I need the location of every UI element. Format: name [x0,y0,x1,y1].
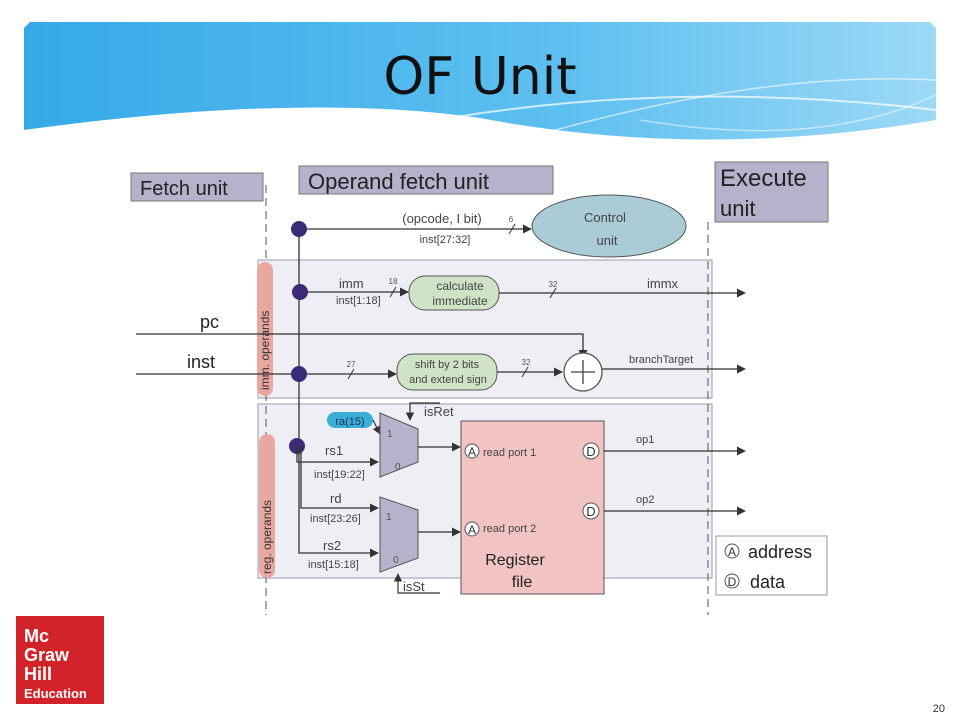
read-port-2-label: read port 2 [483,523,536,535]
legend-address-badge [724,543,740,559]
port2-address-badge [464,521,480,537]
rs1-wire [296,446,379,467]
execute-unit-header: Execute unit [714,161,829,223]
title-banner [24,22,937,151]
control-unit-label-2: unit [597,233,618,248]
calculate-immediate-label-1: calculate [436,279,484,293]
svg-text:D: D [586,444,595,459]
opcode-label: (opcode, I bit) [402,211,482,226]
svg-text:Hill: Hill [24,664,52,684]
svg-text:Education: Education [24,686,87,701]
fetch-unit-label: Fetch unit [140,178,228,200]
mux-port2 [379,496,419,573]
op2-label: op2 [636,494,654,506]
control-field-label: inst[27:32] [420,234,471,246]
pc-label: pc [200,312,219,332]
mcgraw-hill-logo: Mc Graw Hill Education [16,616,104,704]
branch-width-out: 32 [522,358,531,367]
svg-text:Graw: Graw [24,645,70,665]
mux1-one-label: 1 [387,429,393,440]
rs2-wire [298,446,379,558]
legend-address-label: address [748,542,812,562]
immx-label: immx [647,276,679,291]
isret-label: isRet [424,404,454,419]
svg-text:D: D [586,504,595,519]
branch-width-tick-out [521,366,529,378]
calculate-immediate-label-2: immediate [432,294,488,308]
isst-label: isSt [403,579,425,594]
shift-extend-label-1: shift by 2 bits [415,359,480,371]
ra-badge [327,412,373,428]
svg-text:A: A [468,523,476,537]
ra-label: ra(15) [335,416,364,428]
legend-data-badge [724,573,740,589]
junction-node-imm [292,284,308,300]
operand-fetch-unit-label: Operand fetch unit [308,169,489,194]
mux2-zero-label: 0 [393,555,399,566]
control-unit [531,194,687,258]
control-width-tick [508,223,516,235]
rs1-label: rs1 [325,443,343,458]
svg-text:imm. operands: imm. operands [258,311,272,390]
mux-port1 [379,412,419,478]
imm-operands-label: imm. operands [257,262,273,396]
imm-width-out: 32 [549,280,558,289]
rs1-field-label: inst[19:22] [314,469,365,481]
imm-width-in: 18 [389,277,398,286]
svg-text:reg. operands: reg. operands [260,500,274,574]
inst-label: inst [187,352,215,372]
svg-text:A: A [468,445,476,459]
svg-text:A: A [728,545,736,559]
slide-title: OF Unit [383,47,576,107]
junction-node-control [291,221,307,237]
imm-width-tick [389,286,397,298]
op1-label: op1 [636,434,654,446]
register-file-label-2: file [512,574,533,591]
branch-width-tick-in [347,368,355,380]
rs2-label: rs2 [323,538,341,553]
adder-icon [563,352,603,392]
legend-data-label: data [750,572,786,592]
ra-wire [372,419,381,435]
shift-extend-label-2: and extend sign [409,374,487,386]
junction-node-inst [291,366,307,382]
rs2-field-label: inst[15:18] [308,559,359,571]
port1-data-badge [582,442,600,460]
operand-fetch-unit-header: Operand fetch unit [298,165,554,195]
execute-unit-label-2: unit [720,196,755,221]
mux1-zero-label: 0 [395,462,401,473]
read-port-1-label: read port 1 [483,447,536,459]
mux2-one-label: 1 [386,512,392,523]
svg-text:Mc: Mc [24,626,49,646]
immx-width-tick [549,287,557,299]
register-file [460,420,605,595]
isret-wire [405,402,440,421]
svg-text:D: D [728,575,737,589]
branch-target-label: branchTarget [629,354,693,366]
control-width: 6 [509,215,514,224]
rd-wire [300,446,379,513]
rd-label: rd [330,491,342,506]
pc-wire [136,333,588,359]
port1-address-badge [464,443,480,459]
port2-data-badge [582,502,600,520]
imm-field-label: inst[1:18] [336,295,381,307]
isst-wire [393,573,440,594]
rd-field-label: inst[23:26] [310,513,361,525]
branch-width-in: 27 [347,360,356,369]
execute-unit-label-1: Execute [720,165,807,192]
register-file-label-1: Register [485,552,545,569]
page-number: 20 [933,703,945,715]
reg-operands-label: reg. operands [259,434,275,578]
fetch-unit-header: Fetch unit [130,172,264,202]
control-unit-label-1: Control [584,210,626,225]
imm-label: imm [339,276,364,291]
